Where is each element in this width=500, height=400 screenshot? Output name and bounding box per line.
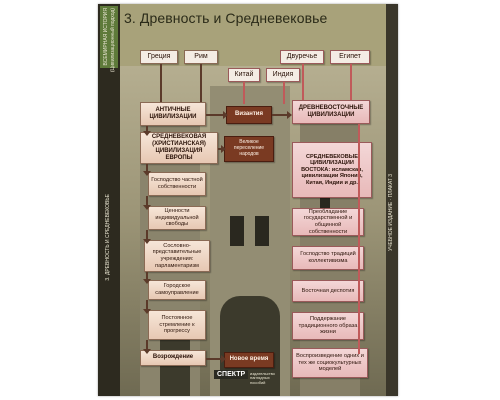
box-sociocultural-models: Воспроизведение одних и тех же социокуль… [292,348,368,378]
box-collectivism-traditions: Господство традиций коллективизма [292,246,364,270]
box-city-self-government: Городское самоуправление [148,280,206,300]
box-great-migration: Великое переселение народов [224,136,274,162]
box-byzantium: Византия [226,106,272,124]
box-china: Китай [228,68,260,82]
poster-spine-left: ВСЕМИРНАЯ ИСТОРИЯ (Цивилизационный подхо… [98,4,120,396]
box-greece: Греция [140,50,178,64]
box-striving-for-progress: Постоянное стремление к прогрессу [148,310,206,340]
box-individual-freedom: Ценности индивидуальной свободы [148,206,206,230]
box-parliamentarism: Сословно-представительные учреждения: па… [144,240,210,272]
box-india: Индия [266,68,300,82]
publisher-logo: СПЕКТР [214,370,249,379]
box-state-communal-property: Преобладание государственной и общинной … [292,208,364,236]
box-new-time: Новое время [224,352,274,368]
spine-title-panel: ВСЕМИРНАЯ ИСТОРИЯ (Цивилизационный подхо… [100,6,118,72]
box-eastern-despotism: Восточная деспотия [292,280,364,302]
box-mesopotamia: Двуречье [280,50,324,64]
box-medieval-christian-civilization: СРЕДНЕВЕКОВАЯ (ХРИСТИАНСКАЯ) ЦИВИЛИЗАЦИЯ… [140,132,218,164]
spine-right-label: УЧЕБНОЕ ИЗДАНИЕ · ПЛАКАТ 3 [388,174,394,251]
spine-section-label: 3. ДРЕВНОСТЬ И СРЕДНЕВЕКОВЬЕ [105,194,111,281]
poster-title: 3. Древность и Средневековье [124,10,328,26]
box-ancient-eastern-civilizations: ДРЕВНЕВОСТОЧНЫЕ ЦИВИЛИЗАЦИИ [292,100,370,124]
box-traditional-way-of-life: Поддержание традиционного образа жизни [292,312,364,340]
poster-spine-right: УЧЕБНОЕ ИЗДАНИЕ · ПЛАКАТ 3 [386,4,398,396]
spine-subtitle: (Цивилизационный подход) [110,8,116,73]
box-renaissance: Возрождение [140,350,206,366]
box-rome: Рим [184,50,218,64]
spine-title: ВСЕМИРНАЯ ИСТОРИЯ [103,8,109,66]
box-medieval-eastern-civilizations: СРЕДНЕВЕКОВЫЕ ЦИВИЛИЗАЦИИ ВОСТОКА: ислам… [292,142,372,198]
box-private-property: Господство частной собственности [148,172,206,196]
box-egypt: Египет [330,50,370,64]
publisher-caption: издательство наглядных пособий [250,371,275,385]
box-ancient-civilizations: АНТИЧНЫЕ ЦИВИЛИЗАЦИИ [140,102,206,126]
